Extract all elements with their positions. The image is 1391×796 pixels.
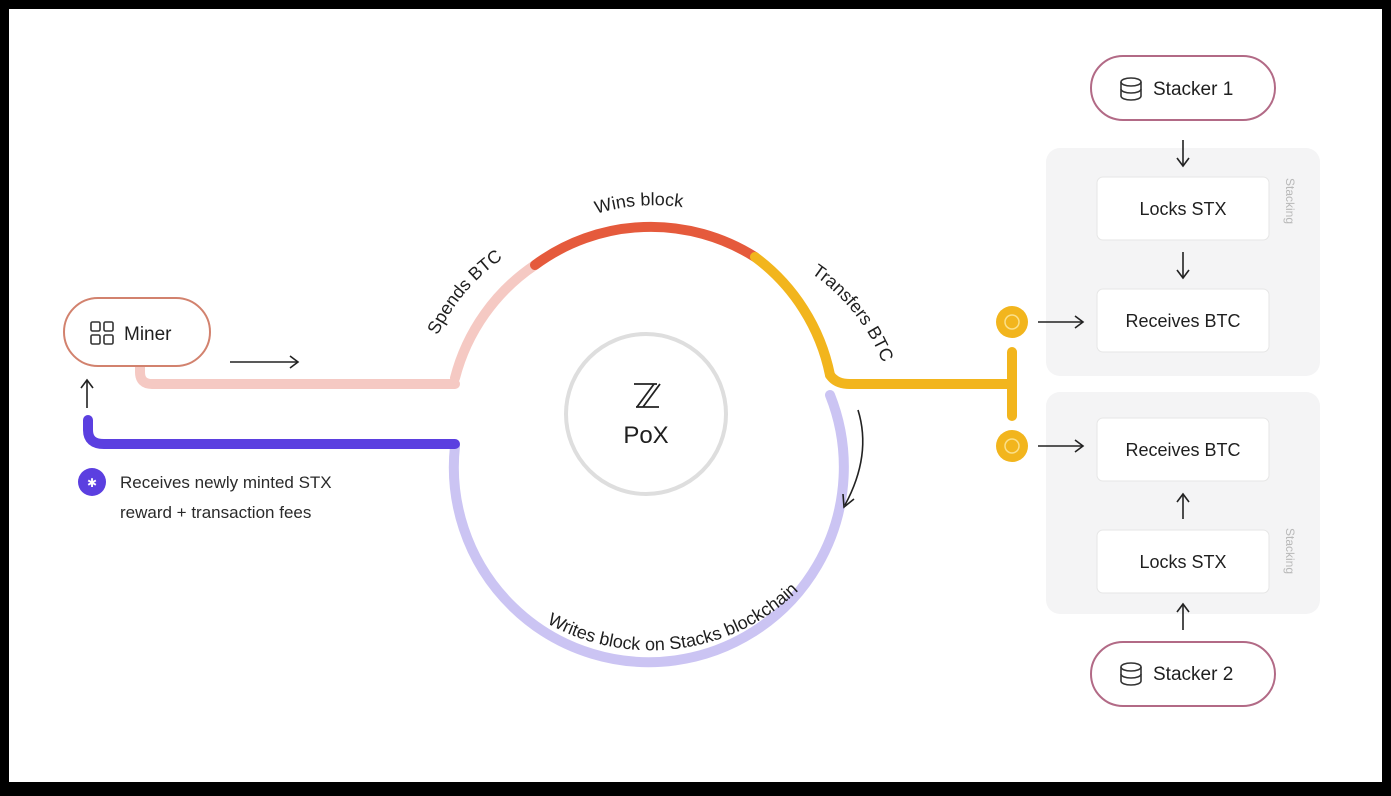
stacker1-receives-label: Receives BTC <box>1125 311 1240 331</box>
btc-to-stacker1-arrow <box>1038 315 1085 329</box>
btc-payout-line <box>825 370 1017 389</box>
pox-label: PoX <box>623 422 668 449</box>
stacker1-locks-box: Locks STX <box>1096 176 1270 241</box>
btc-coin-icon-bottom <box>996 430 1028 462</box>
reward-note-line1: Receives newly minted STX <box>120 473 332 492</box>
stacker2-pill <box>1090 641 1276 707</box>
stacker2-locks-label: Locks STX <box>1139 552 1226 572</box>
stacking-label-top: Stacking <box>1283 178 1297 224</box>
stacker2-label: Stacker 2 <box>1153 664 1233 685</box>
writes-block-arc <box>448 390 849 668</box>
stacker2-up-arrow-2 <box>1176 602 1190 630</box>
database-icon <box>1120 77 1142 101</box>
btc-coin-icon-top <box>996 306 1028 338</box>
stacker1-receives-box: Receives BTC <box>1096 288 1270 353</box>
btc-to-stacker2-arrow <box>1038 439 1085 453</box>
stacking-label-bottom: Stacking <box>1283 528 1297 574</box>
stacks-coin-icon <box>78 468 106 496</box>
stacker1-pill <box>1090 55 1276 121</box>
stacker1-down-arrow-2 <box>1176 252 1190 280</box>
database-icon <box>1120 662 1142 686</box>
reward-return-line <box>83 415 460 449</box>
pox-ring <box>564 332 728 496</box>
stacker2-receives-box: Receives BTC <box>1096 417 1270 482</box>
spends-btc-arc <box>450 260 540 383</box>
miner-up-arrow <box>80 378 94 408</box>
miner-spend-line <box>135 360 460 389</box>
stacker2-up-arrow-1 <box>1176 492 1190 519</box>
miner-label: Miner <box>124 324 172 345</box>
stacks-logo-icon <box>634 383 661 408</box>
transfers-btc-arc <box>750 252 835 380</box>
stacker2-locks-box: Locks STX <box>1096 529 1270 594</box>
cycle-direction-arrow <box>842 409 864 509</box>
stacker2-receives-label: Receives BTC <box>1125 440 1240 460</box>
miner-pill <box>63 297 211 367</box>
wins-block-arc <box>530 221 760 270</box>
grid-icon <box>90 321 114 345</box>
stacker2-node: Stacker 2 <box>1090 641 1276 707</box>
stacker1-locks-label: Locks STX <box>1139 199 1226 219</box>
stacker1-label: Stacker 1 <box>1153 79 1233 100</box>
reward-note-line2: reward + transaction fees <box>120 503 311 522</box>
stacks-coin-glyph: ✱ <box>87 476 97 490</box>
stacker1-node: Stacker 1 <box>1090 55 1276 121</box>
reward-note: ✱ Receives newly minted STX reward + tra… <box>78 468 332 522</box>
stacker1-down-arrow-1 <box>1176 140 1190 168</box>
miner-right-arrow <box>230 355 300 369</box>
pox-center: PoX <box>564 332 728 496</box>
miner-node: Miner <box>63 297 211 367</box>
